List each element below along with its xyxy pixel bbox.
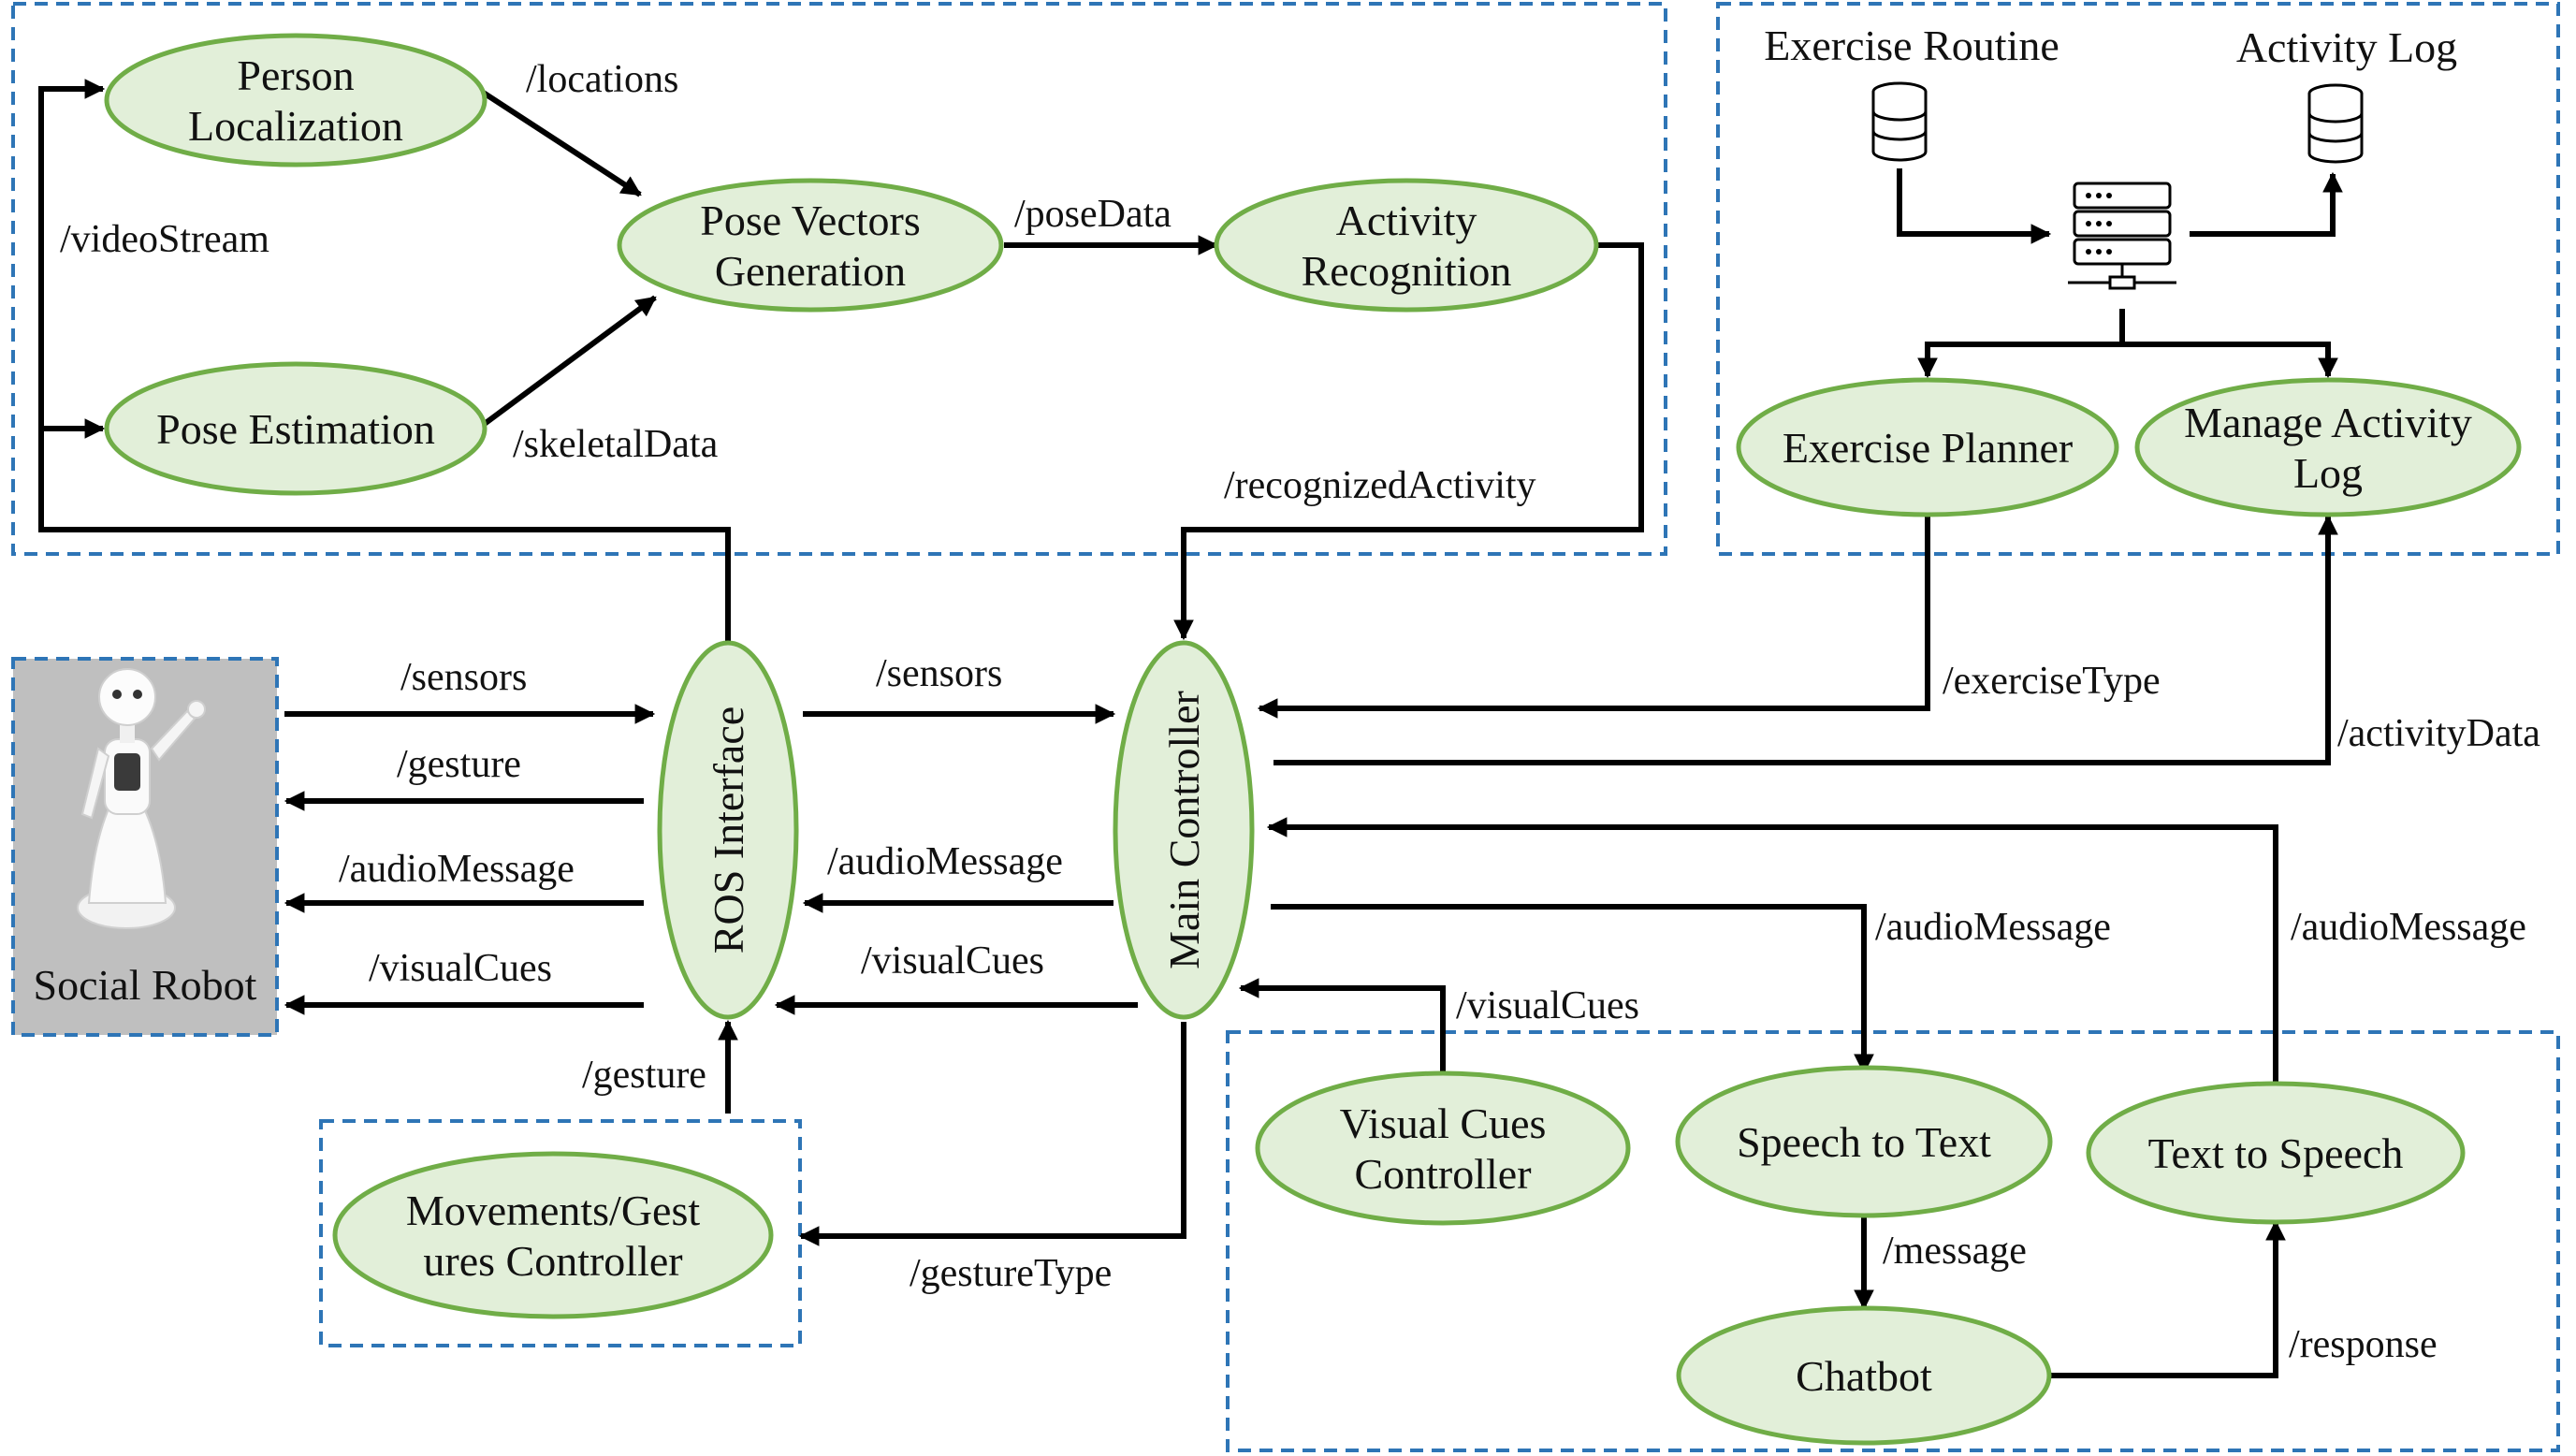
perception-group bbox=[11, 2, 1667, 556]
label-robot-visual: /visualCues bbox=[369, 947, 552, 990]
edge-activitydata bbox=[1273, 514, 2338, 765]
edge-skeletaldata bbox=[480, 295, 657, 429]
node-main-controller: Main Controller bbox=[1113, 640, 1255, 1020]
node-pose-vectors-generation-shape bbox=[617, 178, 1004, 313]
node-main-controller-shape bbox=[1113, 640, 1255, 1020]
database-group bbox=[1716, 2, 2560, 556]
node-text-to-speech-shape bbox=[2086, 1081, 2466, 1225]
node-manage-activity-log-label: Log bbox=[2293, 449, 2363, 497]
activity-log-label: Activity Log bbox=[2236, 23, 2457, 71]
node-movements-gestures-controller-label: Movements/Gest bbox=[406, 1187, 701, 1234]
edge-routine-server bbox=[1897, 168, 2052, 244]
node-speech-to-text: Speech to Text bbox=[1675, 1065, 2053, 1218]
edge-exercisetype bbox=[1257, 517, 1930, 719]
node-chatbot: Chatbot bbox=[1676, 1305, 2052, 1446]
edge-server-log-node bbox=[2122, 342, 2338, 379]
node-pose-vectors-generation-label: Pose Vectors bbox=[700, 197, 921, 244]
database-icon bbox=[2307, 83, 2364, 164]
label-exercisetype: /exerciseType bbox=[1943, 660, 2161, 703]
node-pose-estimation-label: Pose Estimation bbox=[156, 405, 435, 453]
edge-response bbox=[2049, 1219, 2286, 1378]
node-manage-activity-log-label: Manage Activity bbox=[2184, 399, 2472, 446]
edge-server-log bbox=[2190, 171, 2343, 237]
node-pose-estimation: Pose Estimation bbox=[104, 361, 488, 496]
node-chatbot-label: Chatbot bbox=[1796, 1352, 1932, 1400]
node-movements-gestures-controller-label: ures Controller bbox=[423, 1237, 682, 1285]
node-movements-gestures-controller-shape bbox=[332, 1151, 774, 1319]
connectors bbox=[38, 79, 2343, 1378]
label-ros-sensors: /sensors bbox=[876, 652, 1002, 695]
node-person-localization-label: Localization bbox=[188, 102, 403, 150]
node-ros-interface-label: ROS Interface bbox=[705, 706, 752, 954]
node-exercise-planner: Exercise Planner bbox=[1736, 377, 2119, 517]
label-robot-gesture: /gesture bbox=[397, 743, 521, 786]
node-pose-vectors-generation-label: Generation bbox=[715, 247, 906, 295]
label-posedata: /poseData bbox=[1014, 193, 1172, 236]
node-ros-interface: ROS Interface bbox=[657, 640, 799, 1020]
edge-audio-tts bbox=[1266, 817, 2278, 1084]
social-robot-label: Social Robot bbox=[34, 961, 257, 1009]
conversation-group bbox=[1226, 1030, 2560, 1452]
node-manage-activity-log-shape bbox=[2134, 377, 2522, 517]
label-recognizedactivity: /recognizedActivity bbox=[1224, 464, 1536, 507]
label-ros-audio: /audioMessage bbox=[827, 840, 1063, 883]
label-robot-sensors: /sensors bbox=[400, 656, 527, 699]
server-icon bbox=[2068, 182, 2176, 290]
node-person-localization-label: Person bbox=[237, 51, 354, 99]
label-ros-visual: /visualCues bbox=[861, 939, 1044, 983]
node-exercise-planner-label: Exercise Planner bbox=[1783, 424, 2073, 472]
node-main-controller-label: Main Controller bbox=[1160, 691, 1208, 969]
node-ros-interface-shape bbox=[657, 640, 799, 1020]
label-gesture-up: /gesture bbox=[582, 1054, 706, 1097]
node-visual-cues-controller-shape bbox=[1255, 1070, 1631, 1226]
node-text-to-speech-label: Text to Speech bbox=[2148, 1129, 2404, 1177]
node-speech-to-text-shape bbox=[1675, 1065, 2053, 1218]
node-exercise-planner-shape bbox=[1736, 377, 2119, 517]
edge-audio-stt bbox=[1271, 904, 1874, 1075]
exercise-routine-label: Exercise Routine bbox=[1764, 22, 2059, 69]
label-robot-audio: /audioMessage bbox=[339, 848, 575, 891]
label-videostream: /videoStream bbox=[60, 218, 269, 261]
node-chatbot-shape bbox=[1676, 1305, 2052, 1446]
edge-gesturetype bbox=[798, 1022, 1186, 1246]
label-skeletaldata: /skeletalData bbox=[513, 423, 719, 466]
node-text-to-speech: Text to Speech bbox=[2086, 1081, 2466, 1225]
edge-labels: /locations /videoStream /skeletalData /p… bbox=[60, 58, 2540, 1366]
edge-server-nodes bbox=[1917, 309, 2125, 379]
edge-videostream bbox=[38, 79, 731, 642]
node-pose-estimation-shape bbox=[104, 361, 488, 496]
node-activity-recognition-label: Recognition bbox=[1302, 247, 1512, 295]
node-visual-cues-controller-label: Visual Cues bbox=[1340, 1099, 1547, 1147]
node-speech-to-text-label: Speech to Text bbox=[1737, 1118, 1991, 1166]
node-visual-cues-controller-label: Controller bbox=[1354, 1150, 1531, 1198]
label-response: /response bbox=[2289, 1323, 2438, 1366]
edge-visualcues-ctrl bbox=[1238, 978, 1446, 1072]
social-robot-panel: Social Robot bbox=[11, 657, 279, 1037]
robot-icon bbox=[77, 668, 206, 929]
label-message: /message bbox=[1883, 1230, 2027, 1273]
label-audio-tts: /audioMessage bbox=[2291, 906, 2526, 949]
edge-locations bbox=[480, 89, 642, 197]
edge-recognizedactivity bbox=[1173, 242, 1644, 641]
label-activitydata: /activityData bbox=[2337, 712, 2540, 755]
label-visualcues-ctrl: /visualCues bbox=[1456, 984, 1639, 1027]
label-audio-stt: /audioMessage bbox=[1875, 906, 2111, 949]
node-person-localization-shape bbox=[104, 33, 488, 167]
node-activity-recognition-label: Activity bbox=[1336, 197, 1477, 244]
database-icon bbox=[1871, 81, 1928, 162]
label-gesturetype: /gestureType bbox=[910, 1252, 1112, 1295]
label-locations: /locations bbox=[526, 58, 678, 101]
node-activity-recognition-shape bbox=[1214, 178, 1599, 313]
